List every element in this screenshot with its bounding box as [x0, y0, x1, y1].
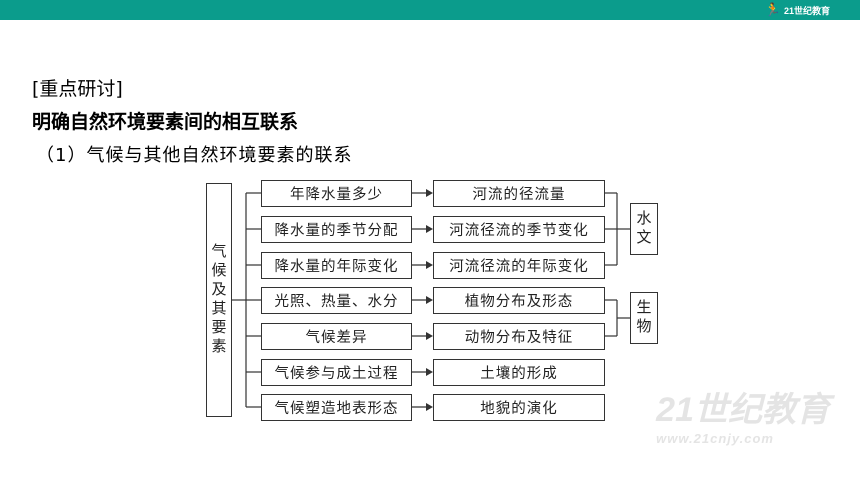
top-bar: 🏃 21世纪教育 — [0, 0, 860, 20]
right-box: 河流的径流量 — [433, 180, 605, 207]
middle-box: 年降水量多少 — [261, 180, 412, 207]
right-box: 地貌的演化 — [433, 394, 605, 421]
root-box: 气候及其要素 — [206, 183, 232, 417]
logo: 🏃 21世纪教育 — [765, 2, 830, 18]
group-box-biology: 生物 — [630, 292, 658, 344]
right-box: 河流径流的年际变化 — [433, 252, 605, 279]
watermark-url: www.21cnjy.com — [656, 431, 774, 446]
subtitle: （1）气候与其他自然环境要素的联系 — [36, 145, 353, 166]
middle-box: 降水量的年际变化 — [261, 252, 412, 279]
watermark-text: 21世纪教育 — [656, 391, 830, 429]
right-box: 植物分布及形态 — [433, 287, 605, 314]
logo-text: 21世纪教育 — [783, 5, 830, 16]
runner-icon: 🏃 — [764, 2, 781, 17]
middle-box: 降水量的季节分配 — [261, 216, 412, 243]
watermark: 21世纪教育 www.21cnjy.com — [656, 382, 830, 446]
page-title: 明确自然环境要素间的相互联系 — [32, 111, 299, 133]
group-box-hydrology: 水文 — [630, 203, 658, 255]
middle-box: 气候塑造地表形态 — [261, 394, 412, 421]
right-box: 动物分布及特征 — [433, 323, 605, 350]
middle-box: 气候差异 — [261, 323, 412, 350]
middle-box: 光照、热量、水分 — [261, 287, 412, 314]
right-box: 土壤的形成 — [433, 359, 605, 386]
right-box: 河流径流的季节变化 — [433, 216, 605, 243]
section-label: [重点研讨] — [32, 78, 123, 100]
middle-box: 气候参与成土过程 — [261, 359, 412, 386]
